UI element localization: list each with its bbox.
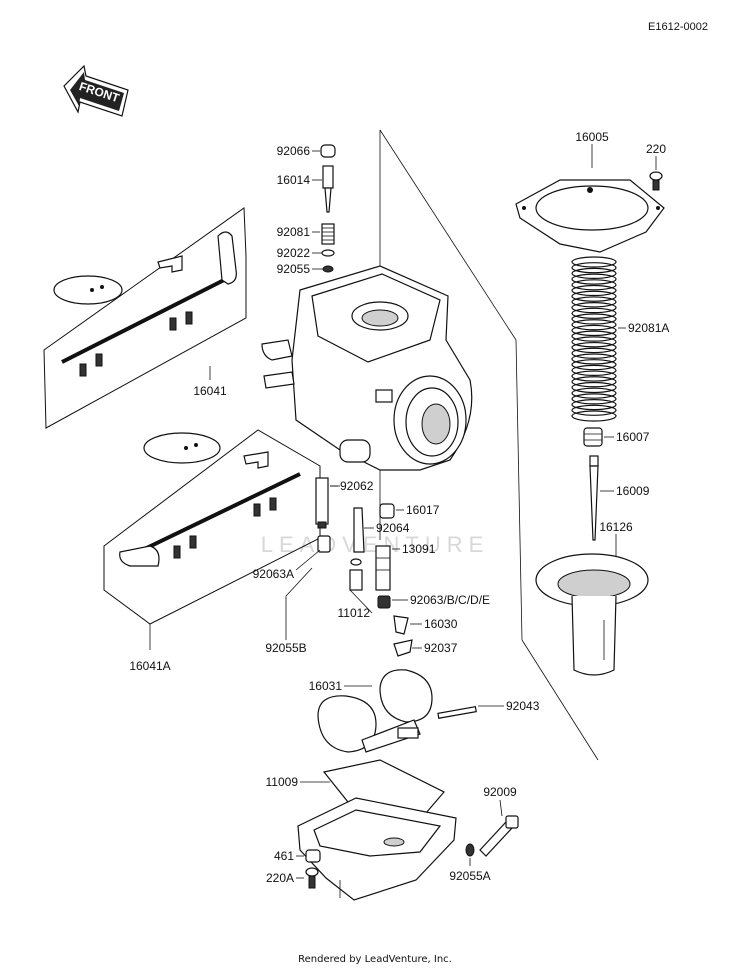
screw-220A [305, 867, 319, 889]
jet-cluster [315, 477, 413, 657]
throttle-shaft-assembly-16041 [43, 207, 247, 429]
part-label-92064: 92064 [376, 521, 410, 535]
part-label-16017: 16017 [406, 503, 440, 517]
part-label-92009: 92009 [483, 785, 517, 799]
part-label-92062: 92062 [340, 479, 374, 493]
part-label-16041: 16041 [193, 384, 227, 398]
part-label-92081: 92081 [277, 225, 311, 239]
part-label-16007: 16007 [616, 430, 650, 444]
part-label-92063-bcde: 92063/B/C/D/E [410, 593, 490, 607]
part-label-16005: 16005 [575, 130, 609, 144]
part-label-461: 461 [274, 849, 294, 863]
air-screw-stack [320, 144, 336, 273]
part-label-16030: 16030 [424, 617, 458, 631]
vacuum-piston-16126 [535, 553, 649, 676]
part-label-16009: 16009 [616, 484, 650, 498]
part-label-16014: 16014 [277, 173, 311, 187]
float-16031 [317, 669, 433, 753]
float-pin-92043 [437, 706, 477, 719]
drain-screw-92009 [479, 815, 519, 857]
part-label-11009: 11009 [266, 775, 299, 789]
float-bowl [297, 759, 457, 901]
part-label-92055B: 92055B [265, 641, 306, 655]
part-label-16031: 16031 [309, 679, 343, 693]
part-label-220: 220 [646, 142, 666, 156]
part-label-92055A: 92055A [449, 869, 490, 883]
part-label-92055: 92055 [277, 262, 311, 276]
cap-461 [305, 849, 321, 863]
needle-clip-16007 [583, 427, 603, 447]
throttle-shaft-assembly-16041A [103, 429, 321, 625]
screw-220 [649, 171, 663, 191]
jet-needle-16009 [589, 455, 599, 541]
part-label-11012: 11012 [338, 606, 371, 620]
top-cover-16005 [515, 179, 665, 253]
reference-code: E1612-0002 [648, 21, 708, 33]
part-label-92066: 92066 [277, 144, 311, 158]
o-ring-92055A [465, 843, 475, 857]
part-label-92022: 92022 [277, 246, 311, 260]
part-label-92081A: 92081A [628, 321, 669, 335]
footer-credit: Rendered by LeadVenture, Inc. [298, 954, 452, 965]
part-label-92063A: 92063A [253, 567, 294, 581]
spring-92081A [571, 256, 617, 422]
part-label-92043: 92043 [506, 699, 540, 713]
part-label-92037: 92037 [424, 641, 458, 655]
part-label-220A: 220A [266, 871, 294, 885]
part-label-16126: 16126 [599, 520, 633, 534]
part-label-16041A: 16041A [129, 659, 170, 673]
carburetor-body [261, 130, 473, 540]
part-label-13091: 13091 [402, 542, 436, 556]
front-arrow-icon: FRONT [63, 64, 129, 117]
watermark: LEADVENTURE [261, 532, 490, 557]
